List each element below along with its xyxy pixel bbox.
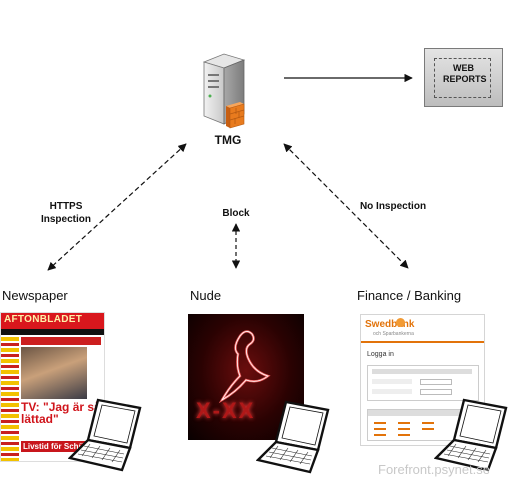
laptop-icon (434, 398, 508, 472)
newspaper-photo (21, 347, 87, 399)
firewall-icon (226, 102, 245, 129)
finance-banking-label: Finance / Banking (357, 288, 462, 303)
newspaper-subline: Livstid för Schürrer (21, 441, 104, 452)
newspaper-screenshot: AFTONBLADET TV: "Jag är så lättad" Livst… (0, 312, 105, 462)
arrow-https-inspection (47, 143, 187, 271)
https-inspection-label: HTTPS Inspection (40, 201, 91, 225)
neon-figure-icon (218, 330, 271, 404)
laptop-icon (256, 400, 330, 474)
newspaper-headline: TV: "Jag är så lättad" (21, 400, 101, 426)
bank-logo-sub: och Sparbankerna (373, 331, 414, 337)
laptop-icon (68, 398, 142, 472)
bank-logo: Swedbank (365, 319, 415, 330)
bank-logo-icon (396, 318, 405, 327)
newspaper-label: Newspaper (2, 288, 68, 303)
web-reports-inner-frame (434, 58, 491, 98)
web-reports-box: WEB REPORTS (424, 48, 503, 107)
arrow-no-inspection (283, 143, 409, 269)
no-inspection-label: No Inspection (359, 201, 427, 212)
server-label: TMG (214, 133, 242, 147)
web-reports-label: WEB REPORTS (443, 63, 487, 84)
watermark: Forefront.psynet.se (378, 462, 490, 477)
bank-login-panel (367, 365, 479, 401)
newspaper-masthead: AFTONBLADET (4, 314, 83, 325)
nude-overlay-text: X-XX (196, 398, 256, 423)
block-label: Block (222, 208, 250, 219)
bank-page-title: Logga in (367, 351, 394, 358)
nude-label: Nude (190, 288, 222, 303)
